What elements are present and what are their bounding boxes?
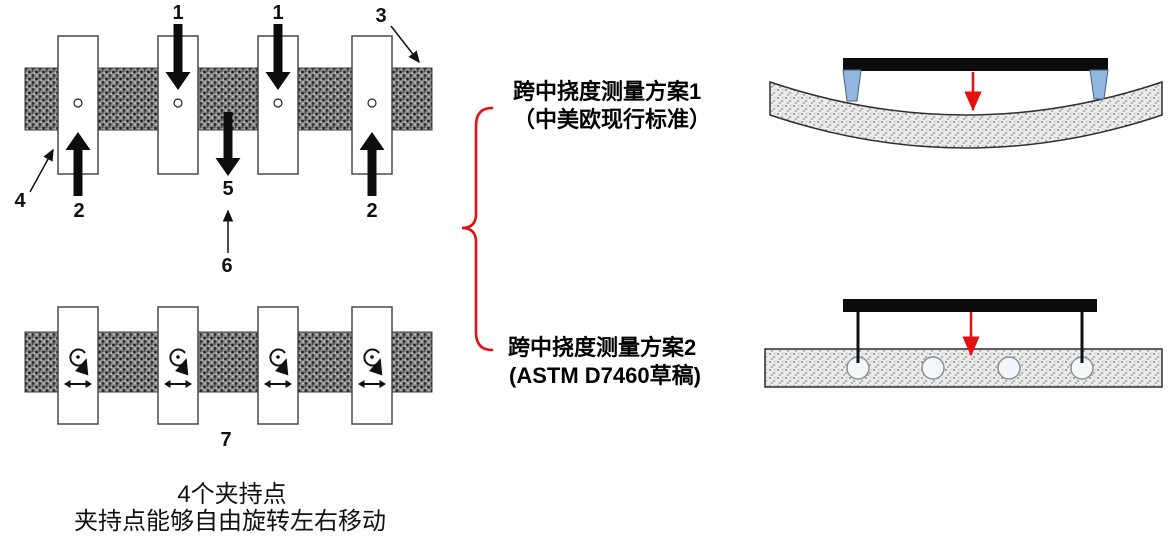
deflection-scheme-2-diagram: [764, 299, 1163, 388]
callout-label-2-right: 2: [366, 200, 378, 222]
callout-arrow-4: [29, 148, 54, 193]
load-arrow-up-icon: [65, 132, 91, 196]
pivot-dot: [370, 355, 374, 359]
callout-arrow-3: [390, 25, 420, 64]
caption-clamp-points: 4个夹持点: [177, 481, 287, 508]
callout-label-4: 4: [14, 190, 26, 212]
scheme1-title: 跨中挠度测量方案1: [513, 79, 702, 104]
reference-bar: [843, 299, 1097, 312]
deflected-beam: [769, 80, 1163, 149]
clamp-pivot: [273, 98, 283, 108]
reference-bar: [843, 58, 1108, 71]
support-block: [842, 69, 862, 102]
pivot-dot: [276, 355, 280, 359]
pivot-dot: [176, 355, 180, 359]
clamped-beam-load-diagram: [24, 24, 433, 253]
load-arrow-down-icon: [165, 24, 191, 90]
clamp-pivot: [173, 98, 183, 108]
brace-icon: [461, 106, 494, 352]
load-arrow-up-icon: [359, 132, 385, 196]
callout-label-7: 7: [220, 429, 232, 451]
straight-beam: [764, 348, 1163, 388]
pivot-dot: [76, 355, 80, 359]
beam-hole: [997, 356, 1021, 380]
scheme2-subtitle: (ASTM D7460草稿): [509, 363, 701, 388]
callout-label-1-left: 1: [172, 2, 184, 24]
callout-label-3: 3: [375, 5, 387, 27]
callout-label-2-left: 2: [73, 200, 85, 222]
clamped-beam-freedom-diagram: [24, 306, 433, 425]
scheme2-title: 跨中挠度测量方案2: [508, 335, 697, 360]
load-arrow-down-icon: [265, 24, 291, 90]
scheme1-subtitle: （中美欧现行标准）: [513, 107, 712, 132]
midspan-load-arrow-icon: [215, 112, 241, 176]
beam-hole: [921, 356, 945, 380]
callout-label-1-right: 1: [272, 2, 284, 24]
support-block: [1089, 69, 1109, 100]
callout-label-6: 6: [221, 255, 233, 277]
caption-clamp-freedom: 夹持点能够自由旋转左右移动: [74, 508, 386, 535]
callout-label-5: 5: [222, 178, 234, 200]
clamp-pivot: [73, 98, 83, 108]
clamp-pivot: [367, 98, 377, 108]
deflection-scheme-1-diagram: [769, 58, 1163, 149]
